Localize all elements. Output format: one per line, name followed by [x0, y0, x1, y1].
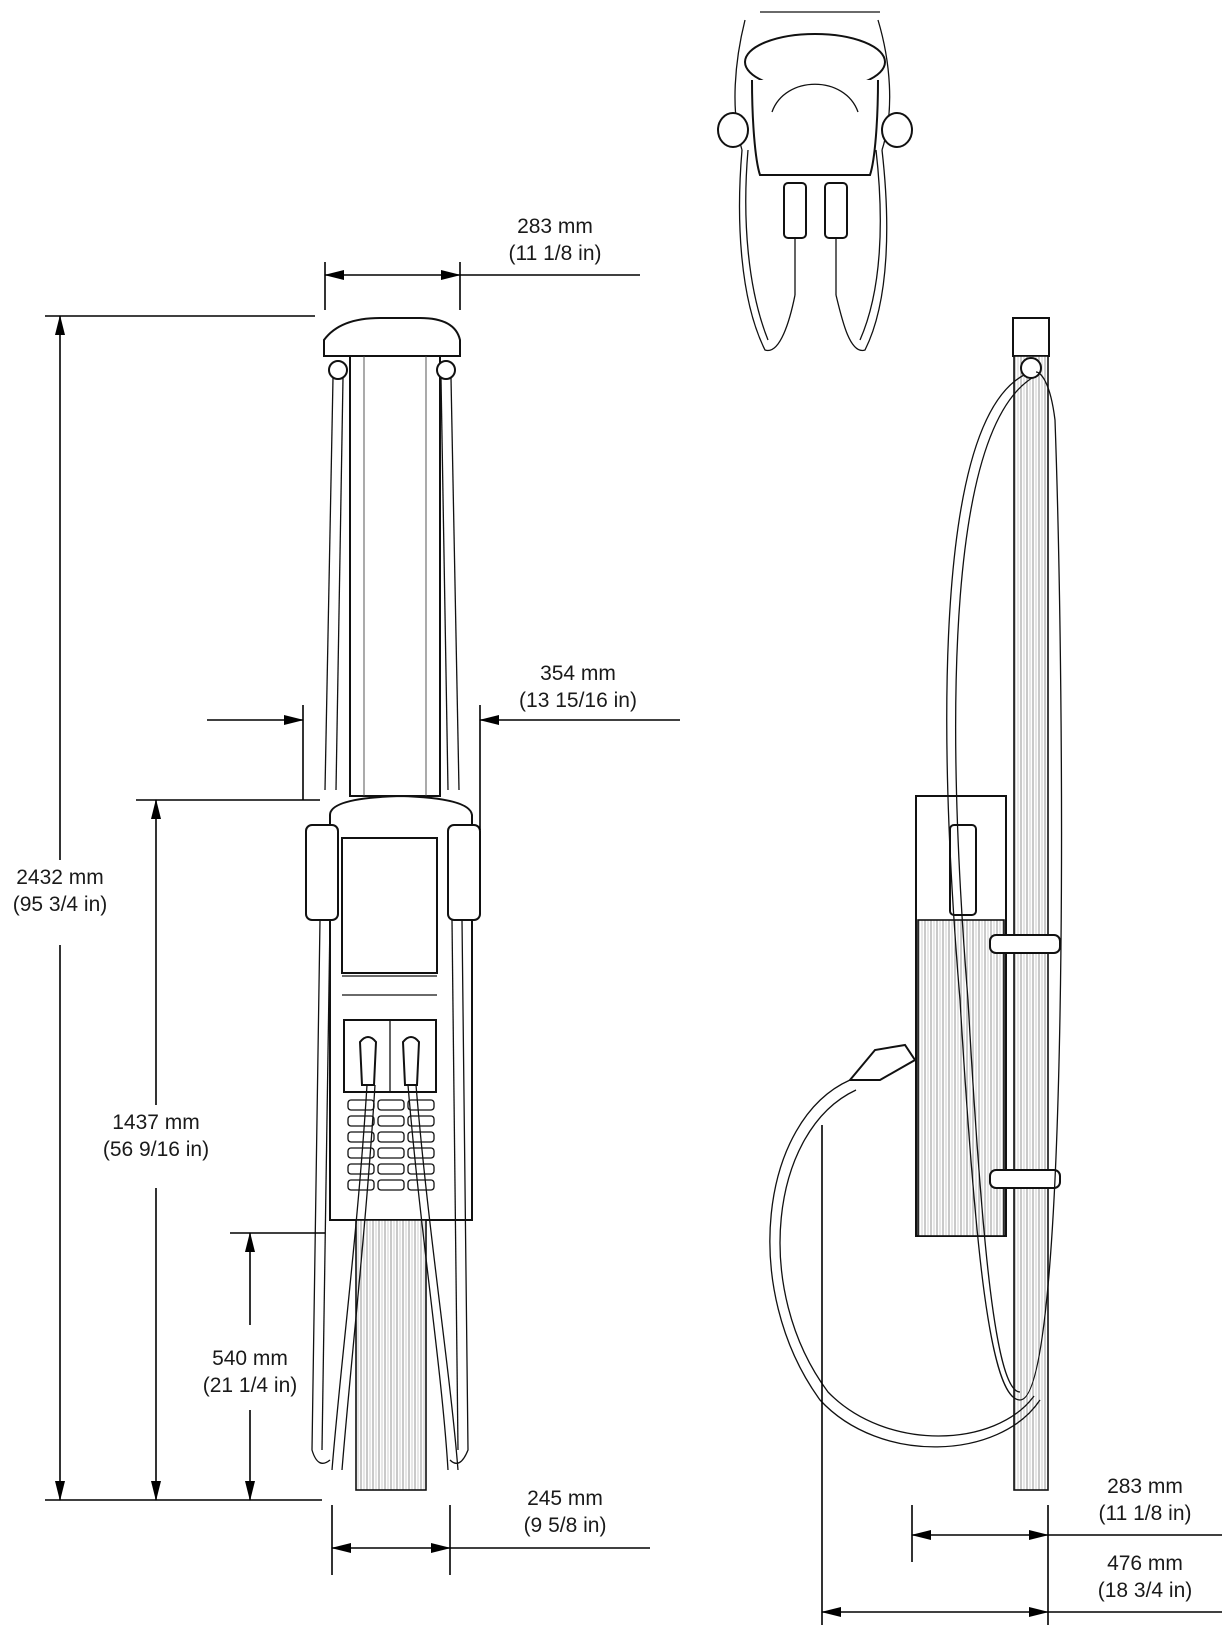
total-height-mm: 2432 mm: [16, 866, 104, 889]
base-width-in: (9 5/8 in): [524, 1514, 607, 1537]
total-height-in: (95 3/4 in): [13, 893, 108, 916]
screen-height-mm: 1437 mm: [112, 1111, 200, 1134]
top-view-illustration: [717, 11, 913, 351]
front-top-width-in: (11 1/8 in): [509, 242, 602, 265]
front-view-illustration: [305, 317, 481, 1491]
dimension-lines: [45, 262, 1222, 1625]
vent-grid: [347, 1099, 435, 1191]
side-reach-in: (18 3/4 in): [1098, 1579, 1193, 1602]
screen-height-in: (56 9/16 in): [103, 1138, 209, 1161]
front-body-width-mm: 354 mm: [540, 662, 616, 685]
side-depth-in: (11 1/8 in): [1099, 1502, 1192, 1525]
bottom-height-in: (21 1/4 in): [203, 1374, 298, 1397]
front-body-width-in: (13 15/16 in): [519, 689, 637, 712]
front-top-width-mm: 283 mm: [517, 215, 593, 238]
side-reach-mm: 476 mm: [1107, 1552, 1183, 1575]
base-width-mm: 245 mm: [527, 1487, 603, 1510]
dimension-labels: 283 mm (11 1/8 in) 354 mm (13 15/16 in) …: [13, 215, 1193, 1602]
bottom-height-mm: 540 mm: [212, 1347, 288, 1370]
side-depth-mm: 283 mm: [1107, 1475, 1183, 1498]
side-view-illustration: [769, 317, 1063, 1491]
